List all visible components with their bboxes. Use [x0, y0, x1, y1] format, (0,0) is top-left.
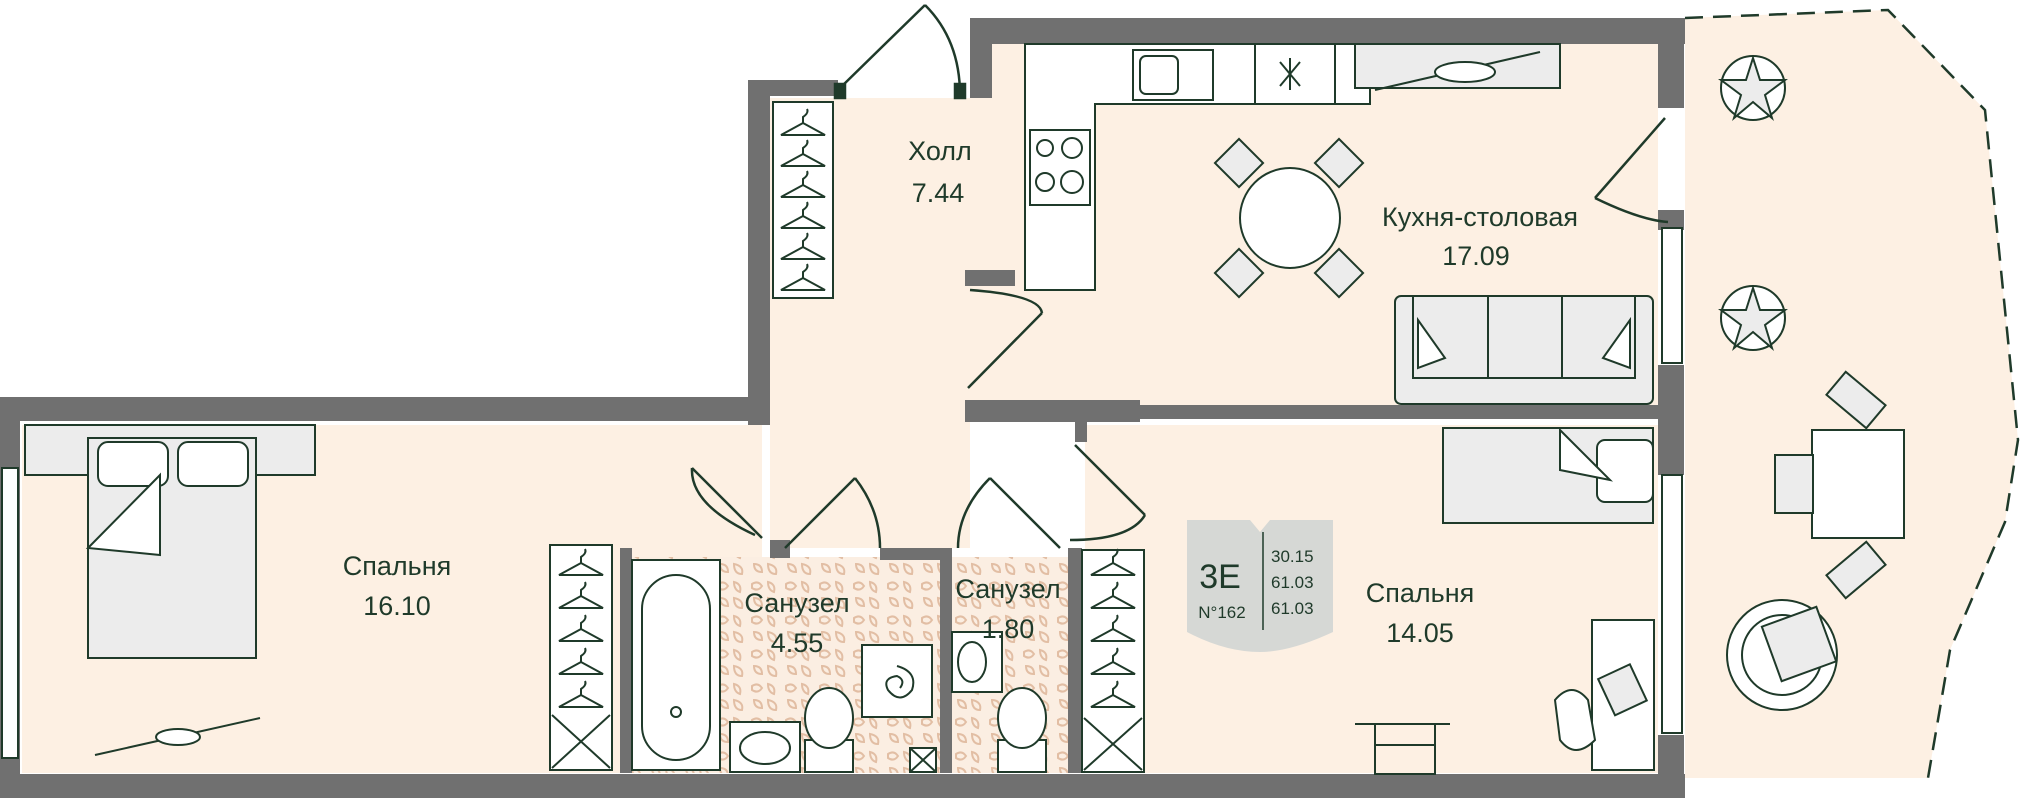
hanger-icon: [780, 170, 826, 198]
desk-right: [1553, 619, 1655, 771]
badge-area-3: 61.03: [1271, 599, 1314, 618]
hanger-icon: [780, 201, 826, 229]
balcony-table: [1774, 370, 1905, 600]
hanger-icon: [1090, 614, 1136, 642]
hangers: [558, 108, 1136, 708]
badge-area-2: 61.03: [1271, 573, 1314, 592]
toilet-small: [997, 687, 1047, 773]
label-hall-name: Холл: [908, 136, 972, 166]
floors: [22, 8, 2020, 779]
badge-shape: [1187, 520, 1333, 652]
dining-table: [1213, 137, 1365, 299]
label-kitchen-area: 17.09: [1442, 241, 1510, 271]
plant-icon: [1718, 54, 1788, 121]
label-bedroom1-area: 16.10: [363, 591, 431, 621]
badge-number: N°162: [1198, 603, 1245, 622]
window-bedroom-right: [1661, 474, 1683, 734]
bed-right: [1442, 427, 1654, 524]
label-bath1-area: 4.55: [771, 628, 824, 658]
label-bedroom2-area: 14.05: [1386, 618, 1454, 648]
ceiling-fan-icon: [1374, 51, 1541, 91]
hanger-icon: [558, 647, 604, 675]
washing-machine: [861, 644, 933, 718]
apartment-badge: 3E N°162 30.15 61.03 61.03: [1187, 520, 1333, 652]
hanger-icon: [558, 614, 604, 642]
bathtub: [631, 559, 721, 771]
furniture: [24, 43, 1905, 775]
bed-left: [24, 424, 316, 659]
badge-type: 3E: [1199, 558, 1241, 596]
wardrobe-right: [1081, 549, 1145, 773]
sofa: [1394, 295, 1654, 405]
hanger-icon: [780, 139, 826, 167]
washbasin-big: [729, 721, 801, 773]
window-left: [1, 467, 19, 759]
toilet-big: [804, 687, 854, 773]
rack-right: [1355, 723, 1450, 775]
balcony-round-chair: [1726, 599, 1838, 711]
stove-icon: [1029, 129, 1091, 206]
label-bath2-area: 1.80: [982, 614, 1035, 644]
hanger-icon: [1090, 680, 1136, 708]
doors: [690, 4, 1669, 549]
hanger-icon: [1090, 548, 1136, 576]
washbasin-small: [951, 631, 1003, 693]
hanger-icon: [780, 108, 826, 136]
plant-icon: [1718, 284, 1788, 351]
hanger-icon: [558, 680, 604, 708]
badge-area-1: 30.15: [1271, 547, 1314, 566]
hanger-icon: [780, 263, 826, 291]
label-bedroom2-name: Спальня: [1366, 578, 1475, 608]
fridge-icon: [1254, 43, 1336, 105]
label-bedroom1-name: Спальня: [343, 551, 452, 581]
label-bath1-name: Санузел: [744, 588, 849, 618]
label-bath2-name: Санузел: [955, 574, 1060, 604]
hanger-icon: [780, 232, 826, 260]
window-kitchen-right: [1661, 227, 1683, 364]
hanger-icon: [1090, 581, 1136, 609]
desk-lamp-left: [94, 717, 261, 756]
hanger-icon: [558, 548, 604, 576]
hanger-icon: [1090, 647, 1136, 675]
wardrobe-hall: [772, 101, 834, 299]
label-kitchen-name: Кухня-столовая: [1382, 202, 1578, 232]
room-labels: Холл 7.44 Кухня-столовая 17.09 Спальня 1…: [343, 136, 1578, 658]
hanger-icon: [558, 581, 604, 609]
label-hall-area: 7.44: [912, 178, 965, 208]
windows: [1, 227, 1683, 759]
balcony-outline: [1684, 8, 2020, 779]
